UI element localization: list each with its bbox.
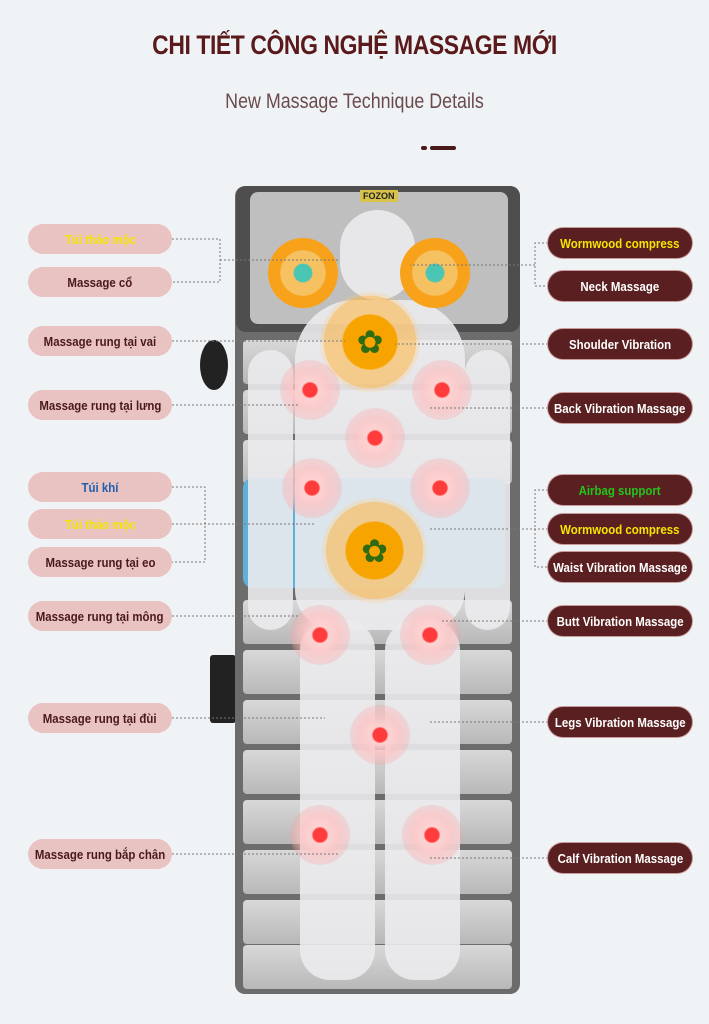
vibration-spot xyxy=(345,408,405,468)
label-neck-massage-vi: Massage cổ xyxy=(28,267,172,297)
label-neck-massage: Neck Massage xyxy=(548,271,692,301)
vibration-spot xyxy=(400,605,460,665)
label-shoulder: Shoulder Vibration xyxy=(548,329,692,359)
figure-right-arm xyxy=(465,350,510,630)
mat-segment xyxy=(243,800,512,844)
label-butt-vi: Massage rung tại mông xyxy=(28,601,172,631)
mat-segment xyxy=(243,945,512,989)
vibration-spot xyxy=(290,805,350,865)
label-waist-vi: Massage rung tại eo xyxy=(28,547,172,577)
label-herbal-pouch-waist: Túi thảo mộc xyxy=(28,509,172,539)
page-title: CHI TIẾT CÔNG NGHỆ MASSAGE MỚI xyxy=(152,30,557,60)
vibration-spot xyxy=(282,458,342,518)
neck-roller-left xyxy=(268,238,338,308)
vibration-spot xyxy=(290,605,350,665)
label-airbag: Airbag support xyxy=(548,475,692,505)
label-wormwood-neck: Wormwood compress xyxy=(548,228,692,258)
label-airbag-vi: Túi khí xyxy=(28,472,172,502)
mat-segment xyxy=(243,850,512,894)
vibration-spot xyxy=(410,458,470,518)
mat-segment xyxy=(243,900,512,944)
mat-segment xyxy=(243,650,512,694)
label-back: Back Vibration Massage xyxy=(548,393,692,423)
label-calf: Calf Vibration Massage xyxy=(548,843,692,873)
vibration-spot xyxy=(412,360,472,420)
label-butt: Butt Vibration Massage xyxy=(548,606,692,636)
label-waist: Waist Vibration Massage xyxy=(548,552,692,582)
label-thigh-vi: Massage rung tại đùi xyxy=(28,703,172,733)
divider-dot xyxy=(421,146,427,150)
air-pump-bulb xyxy=(200,340,228,390)
neck-roller-right xyxy=(400,238,470,308)
figure-right-leg xyxy=(385,620,460,980)
label-legs: Legs Vibration Massage xyxy=(548,707,692,737)
vibration-spot xyxy=(350,705,410,765)
figure-left-leg xyxy=(300,620,375,980)
vibration-spot xyxy=(280,360,340,420)
label-wormwood-waist: Wormwood compress xyxy=(548,514,692,544)
label-shoulder-vi: Massage rung tại vai xyxy=(28,326,172,356)
label-back-vi: Massage rung tại lưng xyxy=(28,390,172,420)
remote-control xyxy=(210,655,236,723)
label-calf-vi: Massage rung bắp chân xyxy=(28,839,172,869)
label-herbal-pouch-neck: Túi thảo mộc xyxy=(28,224,172,254)
divider-bar xyxy=(430,146,456,150)
vibration-spot xyxy=(402,805,462,865)
wormwood-herb-icon: ✿ xyxy=(322,498,427,603)
page-subtitle: New Massage Technique Details xyxy=(225,90,484,113)
brand-logo: FOZON xyxy=(360,190,398,202)
